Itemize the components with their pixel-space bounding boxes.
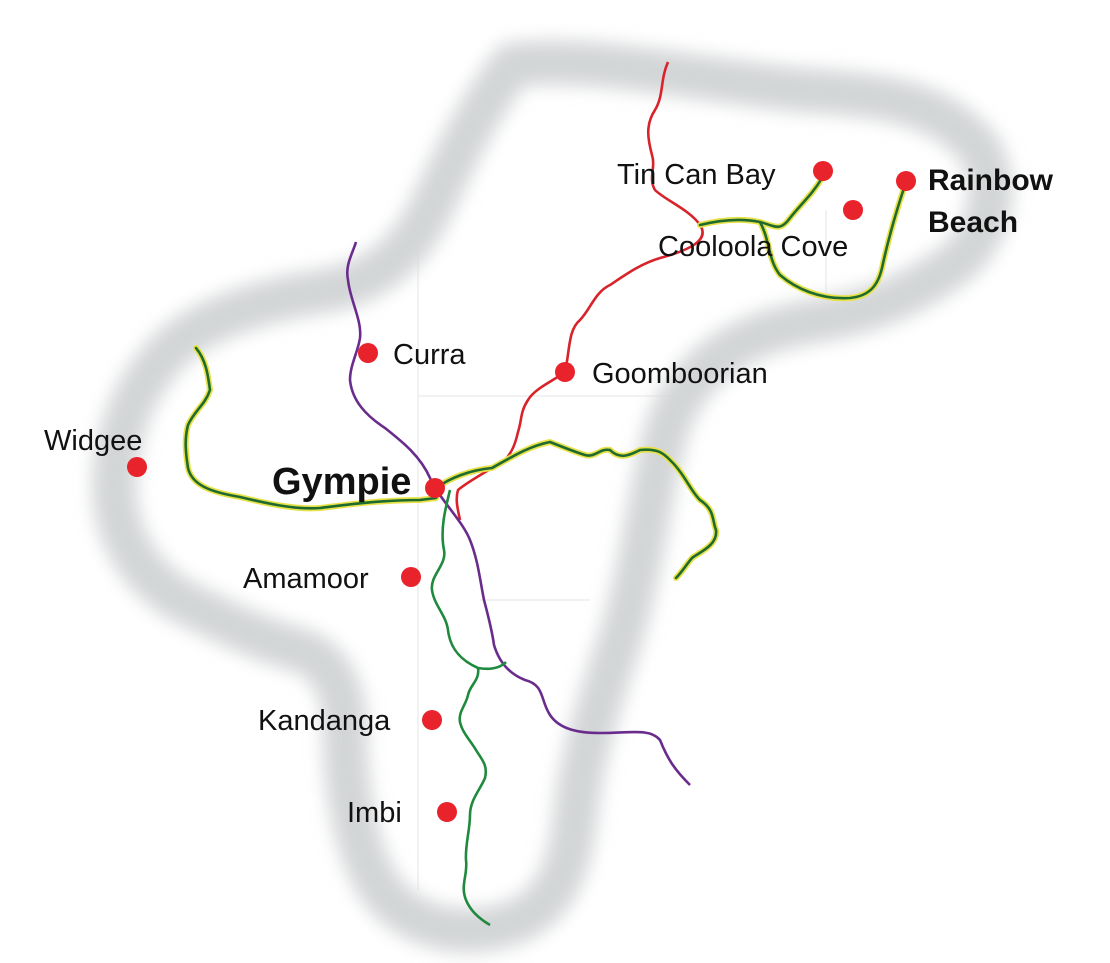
- label-rainbow-beach-line1: Rainbow: [928, 164, 1054, 197]
- town-dot-kandanga[interactable]: [422, 710, 442, 730]
- town-dot-tin-can-bay[interactable]: [813, 161, 833, 181]
- label-rainbow-beach-line2: Beach: [928, 206, 1018, 239]
- label-tin-can-bay: Tin Can Bay: [617, 159, 776, 191]
- label-amamoor: Amamoor: [243, 563, 369, 595]
- town-dot-rainbow-beach[interactable]: [896, 171, 916, 191]
- label-gympie: Gympie: [272, 461, 411, 503]
- label-imbi: Imbi: [347, 797, 402, 829]
- grid-lines: [417, 210, 827, 890]
- label-widgee: Widgee: [44, 425, 142, 457]
- label-goomboorian: Goomboorian: [592, 358, 768, 390]
- purple-road: [346, 241, 691, 786]
- town-dot-goomboorian[interactable]: [555, 362, 575, 382]
- label-kandanga: Kandanga: [258, 705, 391, 737]
- label-curra: Curra: [393, 339, 466, 371]
- region-boundary: [92, 40, 1013, 953]
- town-dot-widgee[interactable]: [127, 457, 147, 477]
- label-cooloola-cove: Cooloola Cove: [658, 231, 848, 263]
- highway: [182, 175, 908, 581]
- town-dots: [127, 161, 916, 822]
- town-dot-cooloola-cove[interactable]: [843, 200, 863, 220]
- town-labels: Tin Can Bay Rainbow Beach Cooloola Cove …: [44, 159, 1054, 829]
- town-dot-imbi[interactable]: [437, 802, 457, 822]
- town-dot-amamoor[interactable]: [401, 567, 421, 587]
- town-dot-curra[interactable]: [358, 343, 378, 363]
- town-dot-gympie[interactable]: [425, 478, 445, 498]
- green-road: [430, 489, 507, 927]
